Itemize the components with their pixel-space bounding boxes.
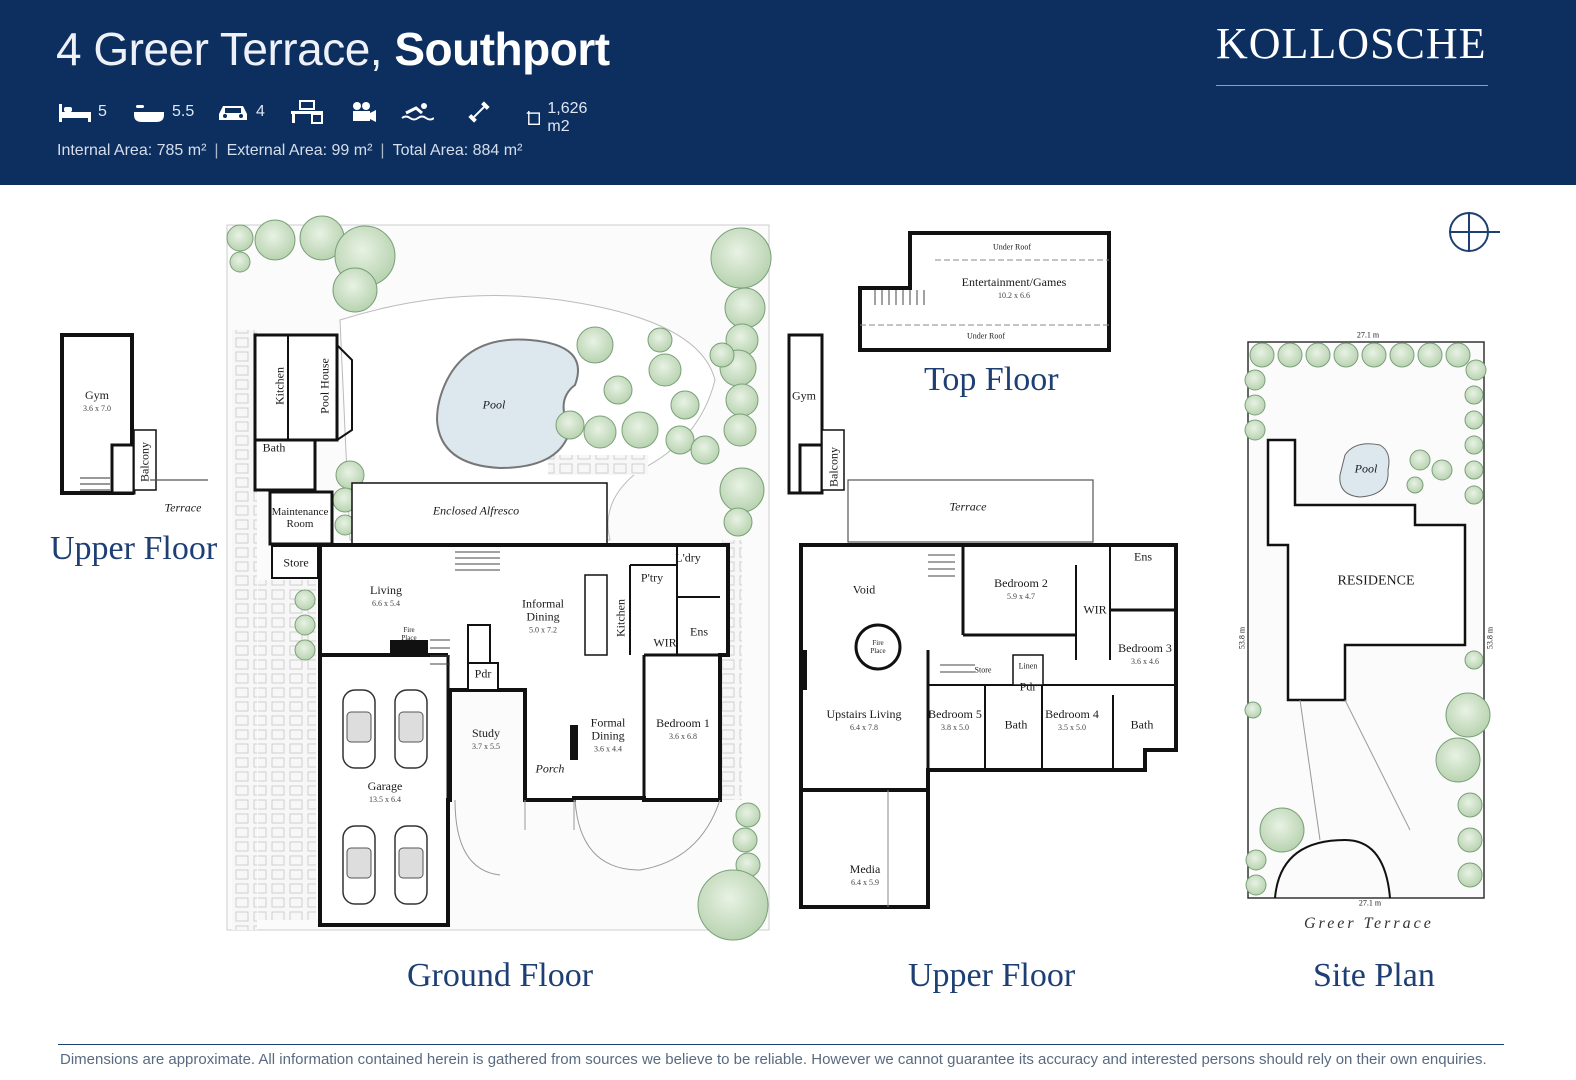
room-maintenance: Maintenance Room bbox=[271, 506, 329, 530]
land-area-icon bbox=[526, 111, 540, 125]
under-roof-top: Under Roof bbox=[993, 242, 1031, 252]
room-balcony-upper: Balcony bbox=[826, 447, 841, 487]
land-size: 1,626 m2 bbox=[547, 100, 588, 135]
room-powder-ground: Pdr bbox=[474, 666, 492, 681]
feature-bedrooms: 5 bbox=[58, 100, 107, 124]
bath-icon bbox=[134, 105, 164, 122]
upper-floor-left-label: Upper Floor bbox=[50, 530, 218, 567]
site-pool: Pool bbox=[1354, 461, 1378, 476]
fireplace-ground: Fire Place bbox=[401, 626, 417, 642]
room-pool-house: Pool House bbox=[317, 358, 332, 414]
room-pool: Pool bbox=[482, 397, 506, 412]
header-banner: 4 Greer Terrace, Southport KOLLOSCHE 5 5… bbox=[0, 0, 1576, 185]
room-laundry: L'dry bbox=[675, 550, 701, 565]
study-desk-icon bbox=[291, 100, 323, 124]
media-projector-icon bbox=[353, 102, 376, 122]
room-kitchen: Kitchen bbox=[613, 599, 628, 637]
room-balcony-left: Balcony bbox=[137, 442, 152, 482]
area-summary: Internal Area: 785 m²|External Area: 99 … bbox=[57, 142, 523, 159]
brand-logo: KOLLOSCHE bbox=[1216, 19, 1487, 68]
upper-floor-label: Upper Floor bbox=[908, 957, 1076, 994]
site-plan bbox=[1244, 212, 1500, 899]
site-residence: RESIDENCE bbox=[1337, 573, 1415, 589]
room-wir-upper: WIR bbox=[1083, 602, 1107, 617]
room-pool-kitchen: Kitchen bbox=[272, 367, 287, 405]
room-store-upper: Store bbox=[974, 665, 992, 675]
room-powder-upper: Pdr bbox=[1019, 679, 1037, 694]
upper-floor-left-plan bbox=[60, 333, 208, 495]
under-roof-bottom: Under Roof bbox=[967, 331, 1005, 341]
footer-divider bbox=[58, 1044, 1504, 1045]
feature-media bbox=[350, 100, 378, 124]
site-dim-bottom: 27.1 m bbox=[1358, 898, 1382, 908]
room-ensuite-upper: Ens bbox=[1134, 549, 1152, 564]
fireplace-upper: Fire Place bbox=[870, 639, 886, 655]
header-divider bbox=[1216, 85, 1488, 86]
room-ensuite-ground: Ens bbox=[690, 624, 708, 639]
bathrooms-count: 5.5 bbox=[172, 103, 195, 120]
feature-bathrooms: 5.5 bbox=[132, 100, 194, 124]
address-suburb: Southport bbox=[394, 23, 610, 75]
feature-cars: 4 bbox=[216, 100, 265, 124]
bedrooms-count: 5 bbox=[98, 103, 107, 120]
room-bath-upper-2: Bath bbox=[1130, 717, 1154, 732]
feature-gym bbox=[466, 100, 492, 124]
room-porch: Porch bbox=[535, 761, 565, 776]
feature-pool bbox=[400, 100, 434, 124]
car-icon bbox=[219, 106, 247, 120]
room-enclosed-alfresco: Enclosed Alfresco bbox=[432, 503, 520, 518]
floor-plan-drawing bbox=[60, 212, 1500, 941]
upper-floor-plan bbox=[787, 333, 1178, 909]
street-name: Greer Terrace bbox=[1304, 915, 1434, 932]
room-linen: Linen bbox=[1018, 661, 1038, 671]
feature-study bbox=[290, 100, 324, 124]
top-floor-label: Top Floor bbox=[924, 361, 1059, 398]
room-gym-upper: Gym bbox=[792, 388, 816, 403]
room-terrace-upper: Terrace bbox=[949, 499, 987, 514]
cars-count: 4 bbox=[256, 103, 265, 120]
site-plan-label: Site Plan bbox=[1313, 957, 1435, 994]
external-area: External Area: 99 m² bbox=[226, 142, 373, 159]
ground-floor-label: Ground Floor bbox=[407, 957, 594, 994]
feature-land: 1,626 m2 bbox=[526, 100, 594, 136]
room-store: Store bbox=[283, 555, 309, 570]
disclaimer-text: Dimensions are approximate. All informat… bbox=[60, 1051, 1487, 1068]
internal-area: Internal Area: 785 m² bbox=[57, 142, 207, 159]
site-dim-top: 27.1 m bbox=[1356, 330, 1380, 340]
room-wir-ground: WIR bbox=[653, 635, 677, 650]
bed-icon bbox=[59, 104, 91, 122]
room-pool-bath: Bath bbox=[262, 440, 286, 455]
room-bath-upper-1: Bath bbox=[1004, 717, 1028, 732]
room-terrace-left: Terrace bbox=[164, 500, 202, 515]
property-address: 4 Greer Terrace, Southport bbox=[56, 22, 610, 76]
top-floor-plan bbox=[858, 231, 1111, 352]
address-street: 4 Greer Terrace, bbox=[56, 23, 383, 75]
site-dim-left: 53.8 m bbox=[1237, 626, 1247, 650]
site-dim-right: 53.8 m bbox=[1485, 626, 1495, 650]
ground-floor-plan bbox=[226, 215, 772, 941]
gym-dumbbell-icon bbox=[468, 101, 490, 123]
total-area: Total Area: 884 m² bbox=[392, 142, 523, 159]
pool-swimmer-icon bbox=[401, 103, 434, 121]
room-void: Void bbox=[852, 582, 876, 597]
room-pantry: P'try bbox=[640, 570, 664, 585]
